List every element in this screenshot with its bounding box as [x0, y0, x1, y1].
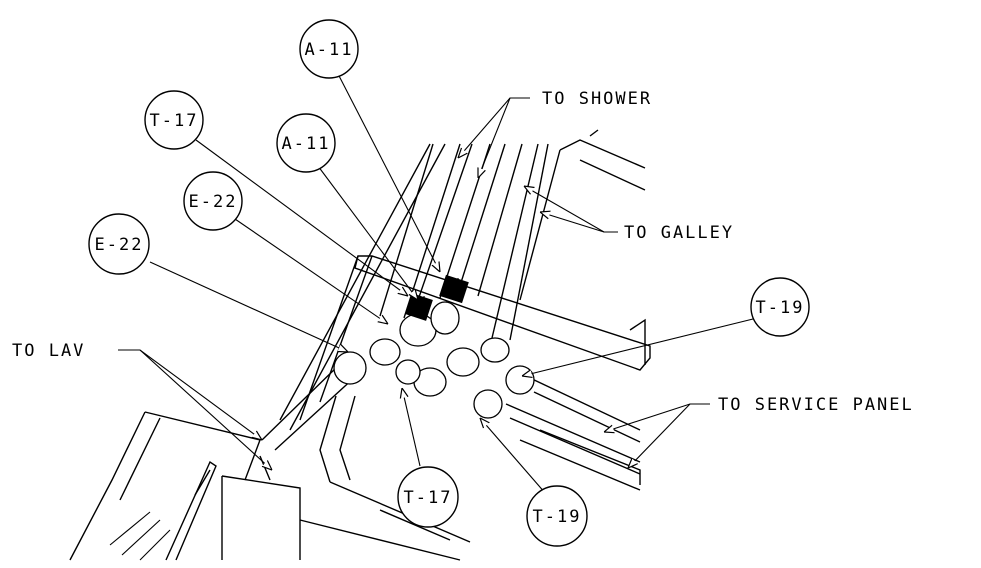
balloon-a11-top: A-11	[299, 19, 359, 79]
balloon-t19-bottom: T-19	[526, 485, 588, 547]
reference-balloons: A-11 T-17 A-11 E-22 E-22 T-19 T-17 T-19	[88, 19, 810, 547]
balloon-t17-bottom: T-17	[397, 466, 459, 528]
leader-lines	[118, 69, 754, 495]
svg-text:E-22: E-22	[95, 235, 144, 255]
structure-lines	[69, 129, 651, 561]
balloon-t17-top: T-17	[144, 90, 204, 150]
svg-text:T-19: T-19	[756, 298, 805, 318]
svg-text:A-11: A-11	[282, 134, 331, 154]
svg-text:T-17: T-17	[404, 488, 453, 508]
svg-text:T-17: T-17	[150, 111, 199, 131]
to-lav-label: TO LAV	[12, 341, 85, 361]
pipes	[261, 143, 641, 483]
balloon-a11-mid: A-11	[276, 113, 336, 173]
to-shower-label: TO SHOWER	[542, 89, 652, 109]
svg-text:E-22: E-22	[189, 192, 238, 212]
svg-text:T-19: T-19	[533, 507, 582, 527]
balloon-e22-upper: E-22	[183, 171, 243, 231]
to-galley-label: TO GALLEY	[624, 223, 734, 243]
balloon-e22-lower: E-22	[88, 213, 150, 275]
callout-labels: TO SHOWER TO GALLEY TO LAV TO SERVICE PA…	[12, 89, 914, 415]
to-service-panel-label: TO SERVICE PANEL	[718, 395, 914, 415]
svg-text:A-11: A-11	[305, 40, 354, 60]
balloon-t19-right: T-19	[750, 277, 810, 337]
